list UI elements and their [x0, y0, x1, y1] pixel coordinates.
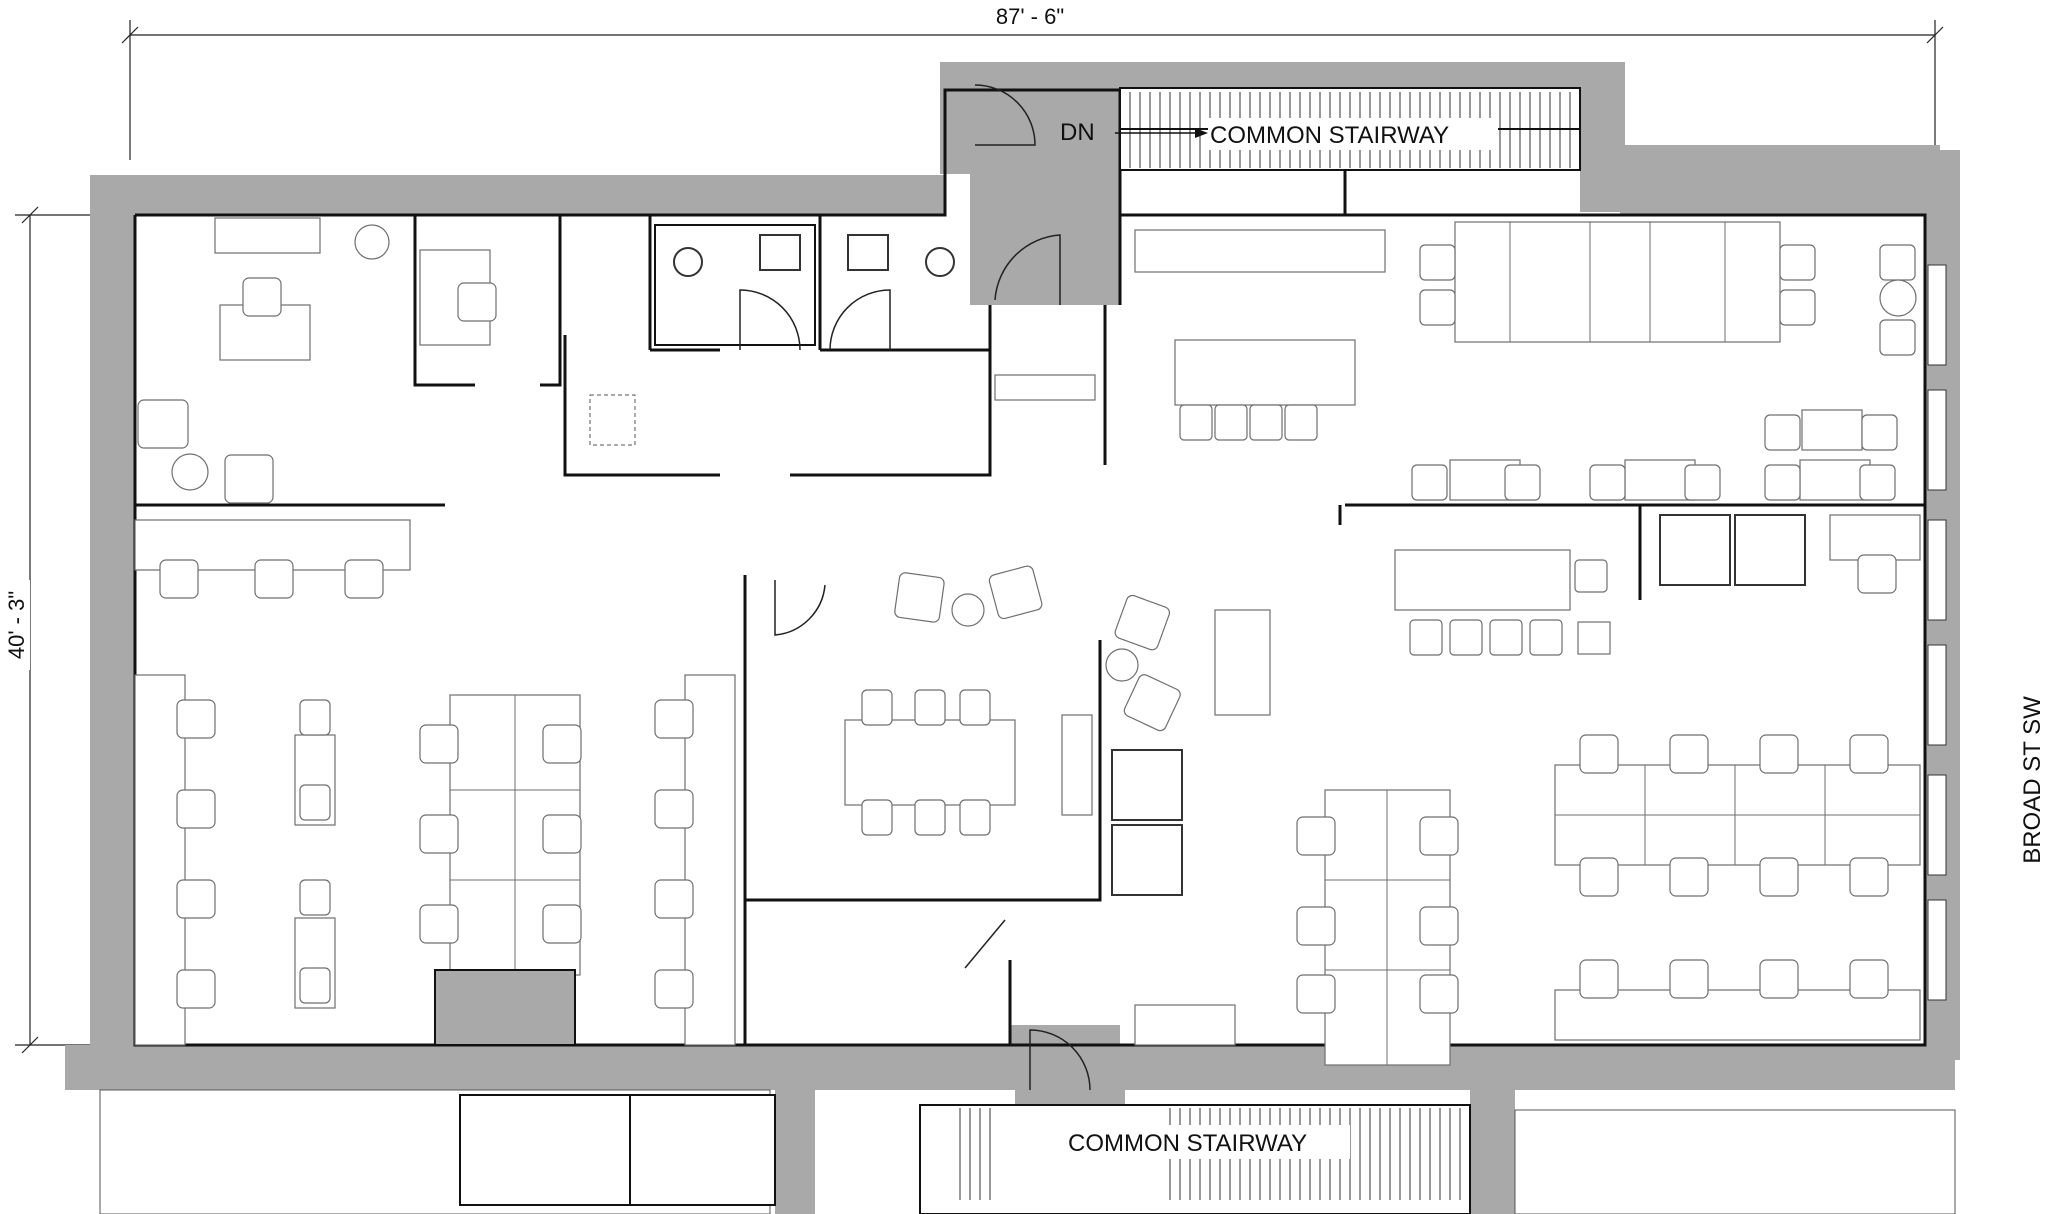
workstations-west [134, 519, 736, 1046]
stair-arrow-icon [1195, 128, 1208, 138]
stairway-bottom [919, 1104, 1471, 1214]
adjacent-rooms-bottom [99, 1089, 1956, 1214]
door-swing [994, 234, 1061, 305]
width-dimension-label: 87' - 6" [996, 4, 1064, 29]
conference-room [774, 580, 1093, 836]
lounge-chairs [894, 565, 1271, 896]
workstations-east [1134, 514, 1921, 1066]
dimension-top [121, 20, 1944, 160]
door-swing [964, 919, 1006, 969]
stair-direction-label: DN [1060, 119, 1095, 146]
door-swing [974, 84, 1036, 146]
stair-top-label: COMMON STAIRWAY [1210, 122, 1449, 149]
door-swing [1029, 1029, 1091, 1091]
street-label: BROAD ST SW [2019, 696, 2046, 864]
restrooms [589, 224, 955, 446]
stair-bottom-label: COMMON STAIRWAY [1068, 1130, 1307, 1157]
break-area-tables [1411, 221, 1917, 501]
kitchen [994, 229, 1386, 441]
office-furniture-nw [137, 217, 497, 504]
windows-east [1927, 264, 1947, 1001]
height-dimension-label: 40' - 3" [4, 591, 29, 659]
